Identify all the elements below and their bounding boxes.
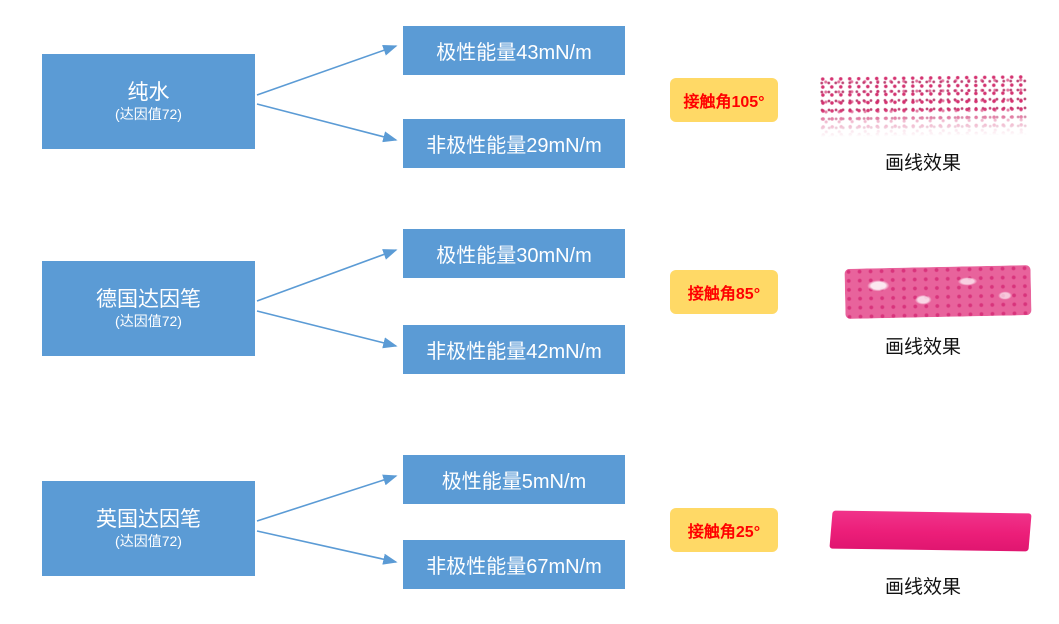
nonpolar-energy-box: 非极性能量29mN/m xyxy=(403,119,625,168)
polar-energy-box: 极性能量43mN/m xyxy=(403,26,625,75)
contact-angle-badge: 接触角105° xyxy=(670,78,778,122)
line-effect-label: 画线效果 xyxy=(884,337,961,358)
nonpolar-energy-box: 非极性能量67mN/m xyxy=(403,540,625,589)
source-title: 纯水 xyxy=(127,80,170,104)
contact-angle-badge: 接触角85° xyxy=(670,270,778,314)
source-subtitle: (达因值72) xyxy=(115,312,182,329)
contact-angle-badge: 接触角25° xyxy=(670,508,778,552)
line-sample-solid xyxy=(829,510,1032,552)
source-box-british-dyne-pen: 英国达因笔 (达因值72) xyxy=(42,481,255,576)
source-box-german-dyne-pen: 德国达因笔 (达因值72) xyxy=(42,261,255,356)
line-sample-patchy xyxy=(844,265,1032,319)
source-subtitle: (达因值72) xyxy=(115,532,182,549)
source-box-pure-water: 纯水 (达因值72) xyxy=(42,54,255,149)
line-effect-label: 画线效果 xyxy=(884,153,961,174)
polar-energy-box: 极性能量5mN/m xyxy=(403,455,625,504)
line-effect-label: 画线效果 xyxy=(884,577,961,598)
line-sample-speckled xyxy=(819,74,1028,138)
nonpolar-energy-box: 非极性能量42mN/m xyxy=(403,325,625,374)
source-title: 英国达因笔 xyxy=(96,507,201,531)
source-subtitle: (达因值72) xyxy=(115,105,182,122)
source-title: 德国达因笔 xyxy=(96,287,201,311)
polar-energy-box: 极性能量30mN/m xyxy=(403,229,625,278)
